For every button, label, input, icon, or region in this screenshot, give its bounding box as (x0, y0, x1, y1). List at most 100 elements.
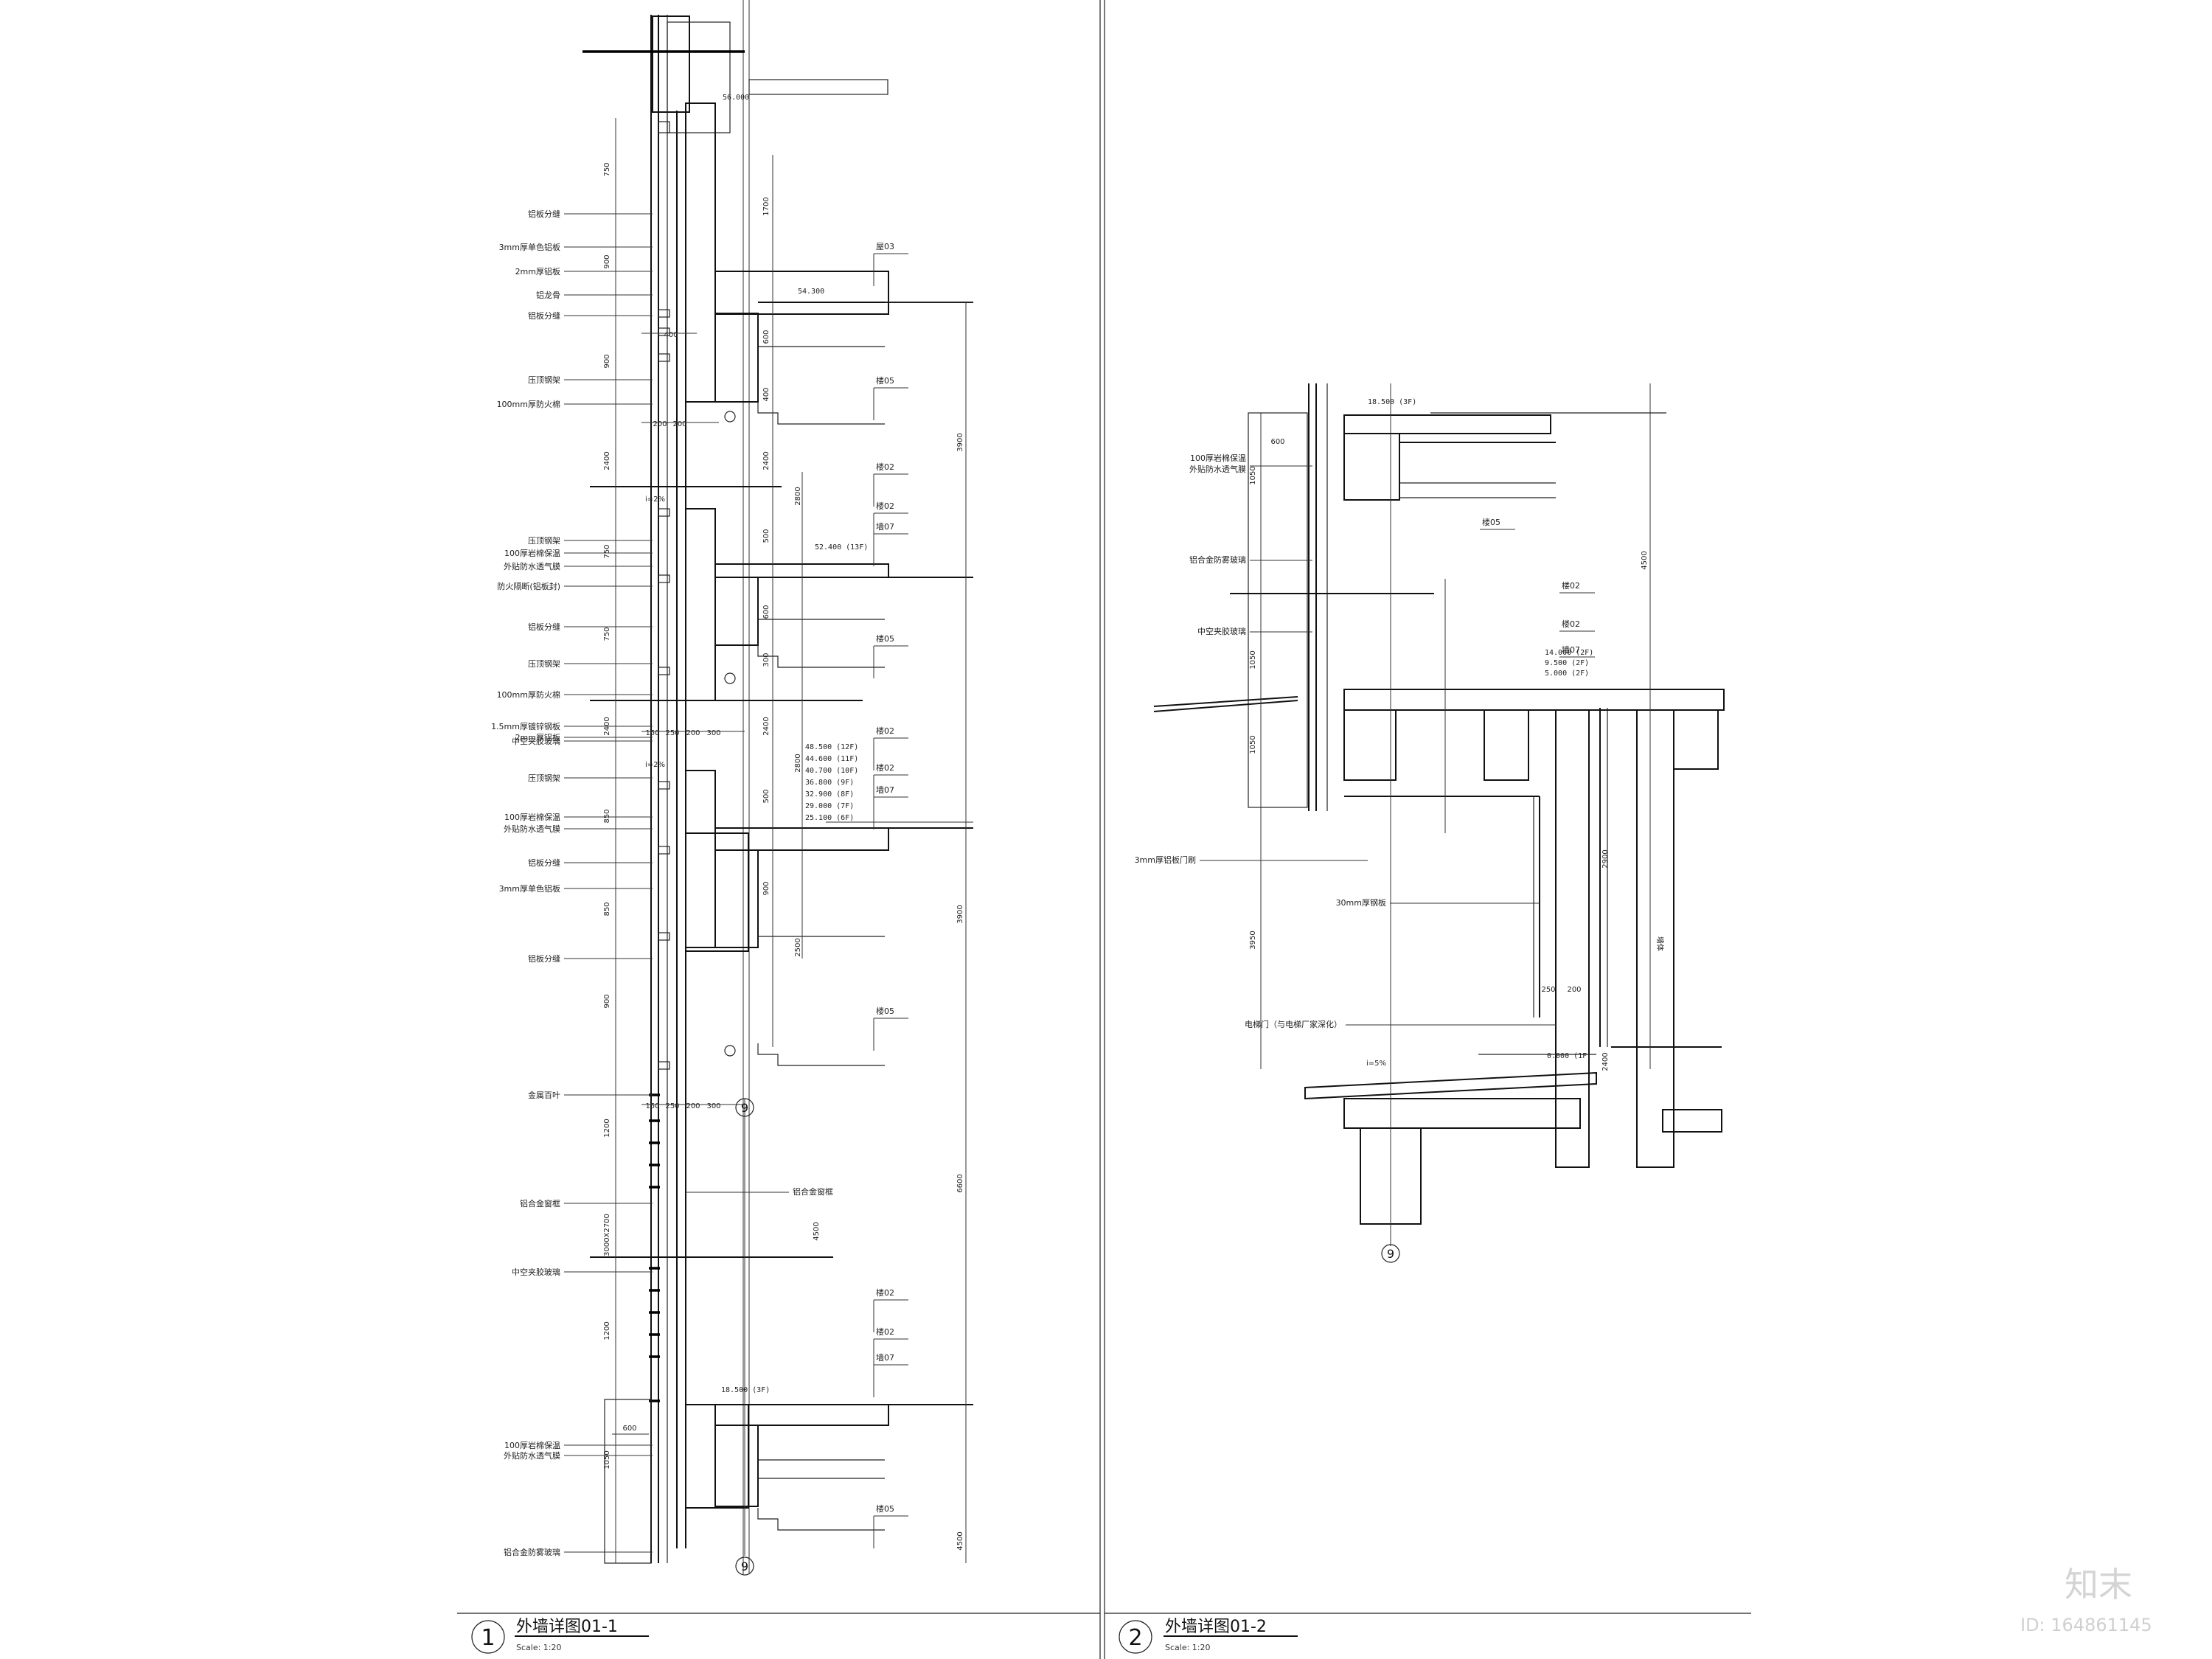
dimension-value: 200 (1567, 986, 1581, 994)
material-tag: 墙07 (876, 521, 894, 532)
elevation-mark: 54.300 (798, 288, 824, 296)
dimension-value: 900 (603, 994, 611, 1008)
dimension-value: 2400 (603, 717, 611, 735)
dimension-value: 1200 (603, 1321, 611, 1340)
elevation-mark: 52.400 (13F) (815, 543, 868, 552)
dimension-value: 1050 (1249, 466, 1257, 484)
dimension-value: 4500 (1641, 551, 1649, 569)
dimension-value: 1050 (1249, 650, 1257, 669)
elevation-mark: 18.500 (3F) (721, 1386, 770, 1394)
material-tag: 屋03 (876, 242, 894, 251)
elevation-mark: 0.000 (1F) (1547, 1052, 1591, 1060)
elevation-mark: 25.100 (6F) (805, 814, 854, 822)
material-tag: 楼02 (876, 462, 894, 472)
dimension-value: 900 (762, 881, 771, 895)
dimension-value: 150 (645, 729, 659, 737)
callout-label: 压顶钢架 (528, 536, 560, 546)
dimension-value: 1700 (762, 197, 771, 215)
grid-bubble (735, 1098, 754, 1117)
dimension-value: 500 (762, 529, 771, 543)
elevation-mark: 48.500 (12F) (805, 743, 858, 751)
dimension-value: 2400 (1601, 1052, 1610, 1071)
detail-number-bubble (471, 1620, 505, 1654)
detail-scale: Scale: 1:20 (516, 1643, 562, 1652)
callout-label: 铝板分缝 (528, 310, 560, 321)
detail-1-title-block: 1 外墙详图01-1 Scale: 1:20 (471, 1618, 649, 1654)
callout-label: 100厚岩棉保温 (1190, 453, 1246, 463)
dimension-value: 200 (672, 420, 686, 428)
callout-label: 100mm厚防火棉 (497, 399, 560, 409)
dimension-value: 2500 (794, 938, 802, 956)
dimension-value: 2400 (762, 717, 771, 735)
callout-label: 3mm厚单色铝板 (499, 242, 560, 252)
callout-label: 中空夹胶玻璃 (512, 1267, 560, 1277)
dimension-value: 600 (762, 605, 771, 619)
dimension-value: 600 (622, 1425, 636, 1433)
watermark-logo: 知末 (2065, 1565, 2132, 1604)
dimension-value: 1050 (603, 1450, 611, 1469)
callout-label: 外贴防水透气膜 (504, 824, 560, 834)
dimension-value: 6600 (956, 1174, 964, 1192)
dimension-value: 3900 (956, 905, 964, 923)
material-tag: 楼02 (876, 1326, 894, 1337)
material-tag: 墙07 (876, 785, 894, 795)
callout-label: 2mm厚铝板 (515, 732, 560, 742)
dimension-value: 300 (706, 729, 720, 737)
callout-label: 电梯门（与电梯厂家深化） (1245, 1019, 1342, 1029)
detail-1-right-labels: 屋03楼05楼02楼02墙07楼05楼02楼02墙07楼05楼02楼02墙07楼… (686, 242, 908, 1548)
callout-label: 100mm厚防火棉 (497, 689, 560, 700)
material-tag: 楼05 (876, 1503, 894, 1514)
callout-label: 铝合金窗框 (520, 1198, 560, 1208)
elevation-mark: 14.000 (2F) (1545, 649, 1593, 657)
dimension-value: 3900 (956, 433, 964, 451)
material-tag: 楼05 (1482, 517, 1500, 527)
dimension-value: 2400 (762, 451, 771, 470)
detail-1-labels: 铝板分缝3mm厚单色铝板2mm厚铝板铝龙骨铝板分缝压顶钢架100mm厚防火棉压顶… (491, 209, 653, 1557)
elevation-mark: 18.500 (3F) (1368, 398, 1416, 406)
dimension-value: 1200 (603, 1119, 611, 1137)
callout-label: 铝板分缝 (528, 209, 560, 219)
dimension-value: 3000X2700 (603, 1214, 611, 1256)
watermark-id: ID: 164861145 (2020, 1615, 2152, 1635)
dimension-value: 250 (1541, 986, 1555, 994)
dimension-value: 200 (686, 729, 700, 737)
dimension-value: 400 (664, 331, 678, 339)
callout-label: 压顶钢架 (528, 659, 560, 669)
material-tag: 楼02 (1562, 580, 1580, 591)
callout-label: 铝合金防雾玻璃 (504, 1547, 560, 1557)
callout-label: 外贴防水透气膜 (504, 1450, 560, 1461)
elevation-mark: 5.000 (2F) (1545, 669, 1589, 678)
grid-bubble (735, 1557, 754, 1576)
material-tag: 墙07 (876, 1352, 894, 1363)
grid-label: 9 (741, 1559, 748, 1573)
callout-label: 铝合金防雾玻璃 (1189, 554, 1246, 565)
callout-label: 铝合金窗框 (793, 1186, 833, 1197)
dimension-value: 850 (603, 809, 611, 823)
material-tag: 墙07 (1562, 644, 1580, 655)
callout-label: 压顶钢架 (528, 375, 560, 385)
dimension-value: 4500 (813, 1222, 821, 1240)
detail-2-labels: 100厚岩棉保温外贴防水透气膜铝合金防雾玻璃中空夹胶玻璃3mm厚铝板门刷30mm… (1135, 453, 1556, 1029)
detail-1-dimensions: 7509009002400750750240085085090012003000… (603, 162, 964, 1550)
material-tag: 楼02 (876, 501, 894, 511)
detail-number: 2 (1128, 1625, 1142, 1651)
elevation-mark: 44.600 (11F) (805, 755, 858, 763)
callout-label: 中空夹胶玻璃 (512, 736, 560, 746)
detail-title: 外墙详图01-1 (516, 1618, 618, 1636)
dimension-value: 250 (665, 1102, 679, 1110)
material-tag: 楼02 (876, 726, 894, 736)
material-tag: 楼05 (876, 633, 894, 644)
slope-label: i=5% (1366, 1060, 1386, 1068)
callout-label: 100厚岩棉保温 (504, 1440, 560, 1450)
callout-label: 中空夹胶玻璃 (1197, 626, 1246, 636)
dimension-value: 2800 (794, 754, 802, 772)
callout-label: 金属百叶 (528, 1090, 560, 1100)
detail-2-drawing (1153, 383, 1725, 1246)
dimension-value: 1050 (1249, 735, 1257, 754)
dimension-value: 2400 (603, 451, 611, 470)
callout-label: 2mm厚铝板 (515, 266, 560, 276)
callout-label: 铝板分缝 (528, 858, 560, 868)
detail-1-drawing (582, 0, 973, 1574)
